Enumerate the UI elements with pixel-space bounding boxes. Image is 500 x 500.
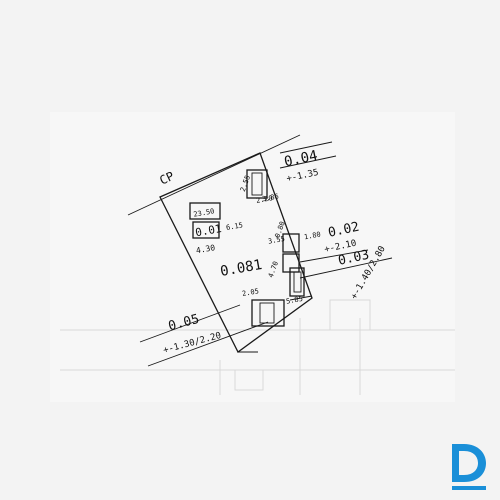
- sub-room-box: [189, 202, 221, 239]
- room-id: 0.081: [219, 257, 263, 280]
- dimension-label: 3.86: [261, 193, 279, 204]
- room-outline: [159, 152, 313, 353]
- dimension-label: 2.55: [239, 174, 252, 193]
- opening-0.05-elevation: +-1.30/2.20: [162, 331, 222, 356]
- dimension-labels: 2.55 2.20 6.15 3.55 2.05 3.86 5.85 0.80 …: [193, 174, 322, 305]
- dimension-label: 5.85: [285, 295, 303, 306]
- brand-logo-icon: [452, 444, 486, 490]
- dimension-label: 0.80: [274, 220, 287, 239]
- dimension-label: 3.55: [267, 235, 285, 246]
- dimension-label: 4.70: [267, 260, 280, 279]
- sub-room-id: 0.01: [194, 222, 222, 239]
- dimension-label: 6.15: [225, 221, 243, 232]
- dimension-label: 1.80: [303, 231, 321, 242]
- background-scan-lines: [60, 299, 455, 395]
- opening-0.05-code: 0.05: [167, 312, 201, 335]
- dimension-label: 2.05: [241, 287, 259, 298]
- opening-0.05-box: [251, 299, 285, 327]
- scanned-paper: [50, 112, 455, 402]
- opening-0.03-code: 0.03: [337, 248, 371, 269]
- north-label: CP: [157, 169, 176, 188]
- opening-0.04-elevation: +-1.35: [286, 168, 320, 185]
- sub-room-area: 4.30: [195, 243, 216, 255]
- dimension-label: 2.20: [255, 194, 273, 205]
- logo-underline: [452, 486, 486, 490]
- opening-0.02-box: [282, 233, 300, 273]
- logo-d-shape: [452, 444, 486, 482]
- guide-lines: [127, 134, 393, 367]
- opening-0.03-box: [289, 267, 305, 297]
- opening-0.04-code: 0.04: [283, 148, 319, 171]
- opening-0.02-code: 0.02: [327, 220, 361, 241]
- opening-0.04-box: [246, 169, 268, 199]
- main-room-area: 23.50: [193, 207, 215, 219]
- north-label-group: CP: [157, 169, 176, 188]
